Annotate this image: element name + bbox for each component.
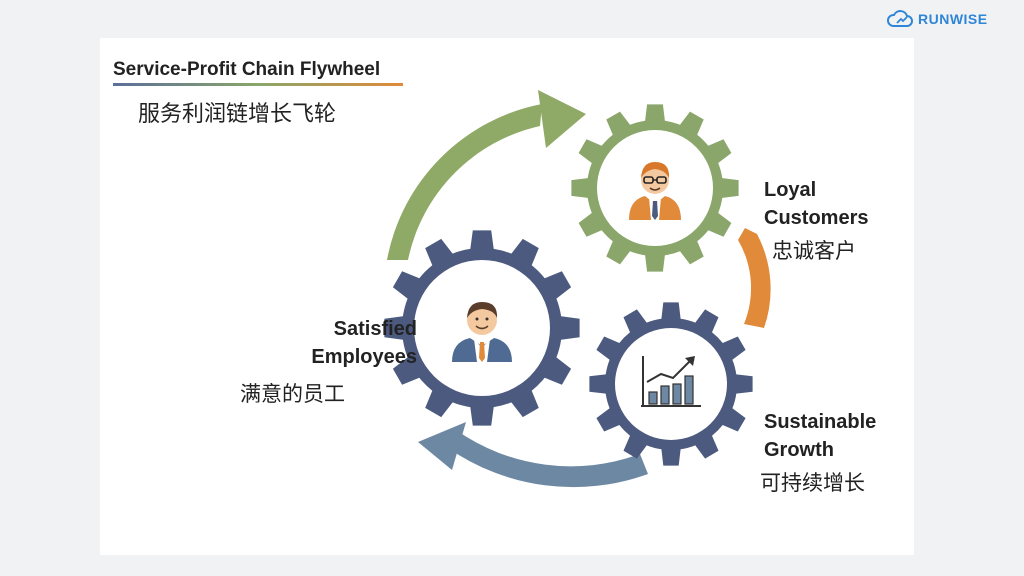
customers-label-zh: 忠诚客户 [772, 239, 856, 263]
growth-label-zh: 可持续增长 [760, 471, 865, 495]
growth-chart-icon [641, 356, 701, 407]
title-english: Service-Profit Chain Flywheel [113, 59, 381, 80]
brand-logo: RUNWISE [886, 8, 996, 30]
slide-canvas: Service-Profit Chain Flywheel 服务利润链增长飞轮 [100, 38, 914, 555]
employees-label-zh: 满意的员工 [240, 382, 345, 406]
customers-label-line1: Loyal [764, 179, 817, 201]
gear-growth-face [615, 328, 727, 440]
employees-label-line2: Employees [311, 346, 417, 368]
label-customers: Loyal Customers 忠诚客户 [764, 176, 868, 266]
label-growth: Sustainable Growth 可持续增长 [760, 408, 877, 498]
employee-icon [452, 302, 512, 362]
title-underline [113, 83, 403, 86]
arrow-to-customers [387, 90, 586, 260]
growth-label-line2: Growth [764, 439, 834, 461]
customers-label-line2: Customers [764, 207, 869, 229]
brand-name: RUNWISE [918, 11, 988, 27]
growth-label-line1: Sustainable [764, 411, 877, 433]
customer-icon [629, 162, 681, 220]
label-employees: Satisfied Employees 满意的员工 [240, 315, 417, 409]
cloud-icon [887, 10, 913, 27]
gear-growth [589, 302, 753, 466]
arrow-to-growth [738, 228, 771, 328]
title-chinese: 服务利润链增长飞轮 [138, 102, 337, 127]
employees-label-line1: Satisfied [333, 318, 417, 340]
arrow-to-employees [418, 422, 648, 488]
flywheel-diagram [384, 90, 771, 488]
